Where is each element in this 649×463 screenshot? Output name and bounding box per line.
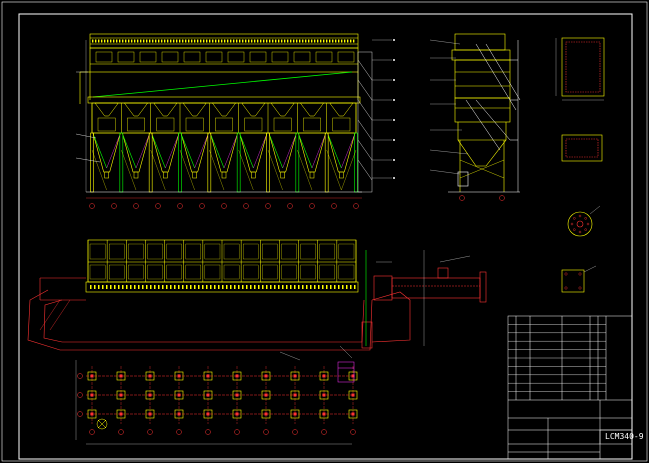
axis-bubbles xyxy=(89,203,359,209)
front-elevation xyxy=(75,33,395,209)
ash-hoppers xyxy=(92,102,356,179)
plan-view xyxy=(27,239,487,361)
foundation-plan xyxy=(75,360,358,445)
side-elevation xyxy=(429,33,521,201)
roof-bolt-row xyxy=(92,39,355,63)
right-callout-leaders xyxy=(372,39,395,179)
drawing-number: LCM340-9 xyxy=(605,432,644,441)
detail-view-a xyxy=(555,37,605,101)
inner-frame xyxy=(18,13,633,460)
detail-view-d xyxy=(561,265,597,293)
right-staircase xyxy=(357,51,373,193)
plan-filter-cells xyxy=(87,240,357,289)
detail-view-b xyxy=(561,134,603,162)
detail-view-c xyxy=(567,205,601,237)
title-block xyxy=(507,315,633,460)
chamber-partitions xyxy=(91,103,357,133)
